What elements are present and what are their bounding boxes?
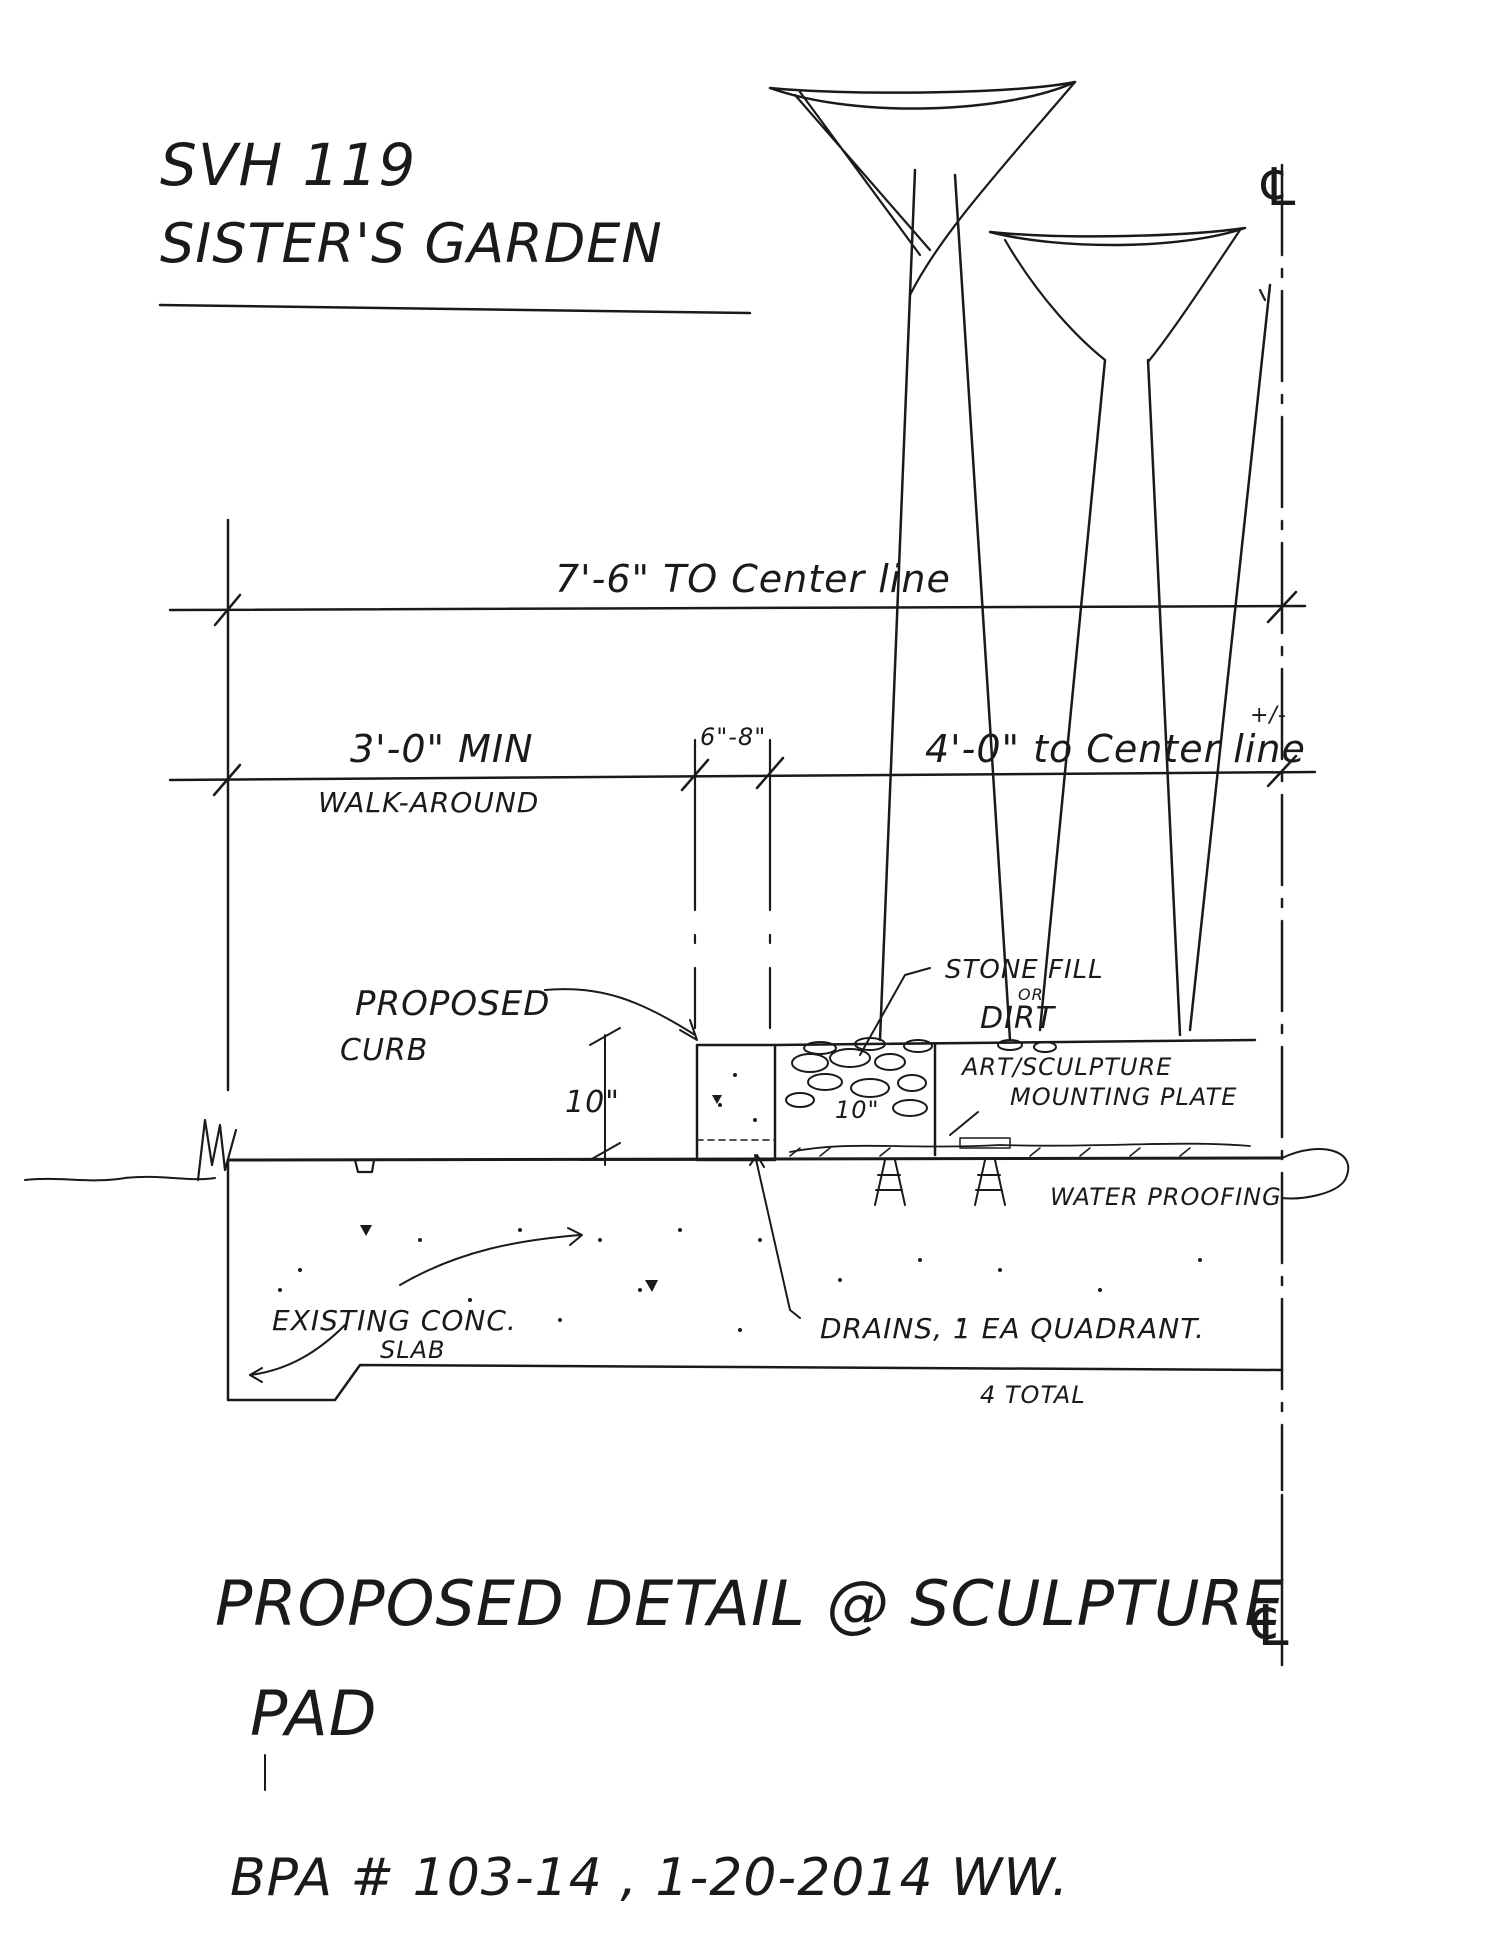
to-centerline-label: 4'-0" to Center line bbox=[925, 727, 1306, 771]
centerline-symbol-top: ℄ bbox=[1255, 158, 1303, 218]
curb-height-label: 10" bbox=[565, 1085, 620, 1120]
title-underline bbox=[158, 303, 752, 315]
drawing-title-line2: PAD bbox=[250, 1677, 377, 1750]
slab-callout: SLAB bbox=[380, 1336, 446, 1364]
total-callout: 4 TOTAL bbox=[980, 1381, 1086, 1409]
walkaround-min-label: 3'-0" MIN bbox=[350, 727, 534, 771]
proposed-callout: PROPOSED bbox=[355, 984, 550, 1024]
centerline: ℄ ℄ bbox=[1245, 158, 1303, 1667]
overall-dimension-label: 7'-6" TO Center line bbox=[555, 557, 951, 601]
project-code: SVH 119 bbox=[160, 131, 416, 199]
curb-callout: CURB bbox=[340, 1033, 428, 1068]
drawing-title: PROPOSED DETAIL @ SCULPTURE bbox=[215, 1567, 1285, 1640]
plus-minus-label: +/- bbox=[1250, 703, 1287, 728]
mounting-plate-callout: MOUNTING PLATE bbox=[1010, 1083, 1237, 1111]
walkaround-dimension: 3'-0" MIN WALK-AROUND 6"-8" 4'-0" to Cen… bbox=[168, 703, 1317, 1037]
or-callout: OR bbox=[1018, 985, 1044, 1004]
project-name: SISTER'S GARDEN bbox=[160, 212, 663, 275]
fill-depth-label: 10" bbox=[835, 1096, 880, 1124]
stone-fill-callout: STONE FILL bbox=[945, 955, 1104, 985]
reference-line: BPA # 103-14 , 1-20-2014 WW. bbox=[230, 1848, 1069, 1908]
callout-leaders bbox=[249, 967, 979, 1383]
overall-dimension: 7'-6" TO Center line bbox=[168, 518, 1307, 1092]
curb-width-label: 6"-8" bbox=[700, 723, 766, 751]
walkaround-label: WALK-AROUND bbox=[318, 786, 539, 819]
drains-callout: DRAINS, 1 EA QUADRANT. bbox=[820, 1312, 1205, 1345]
section-detail: 10" 10" bbox=[24, 1027, 1350, 1402]
waterproofing-callout: WATER PROOFING bbox=[1050, 1183, 1282, 1211]
art-sculpture-callout: ART/SCULPTURE bbox=[960, 1053, 1172, 1081]
concrete-stipple bbox=[278, 1073, 1202, 1332]
centerline-symbol-bottom: ℄ bbox=[1245, 1594, 1296, 1659]
dirt-callout: DIRT bbox=[980, 1001, 1057, 1036]
existing-conc-callout: EXISTING CONC. bbox=[272, 1304, 517, 1337]
